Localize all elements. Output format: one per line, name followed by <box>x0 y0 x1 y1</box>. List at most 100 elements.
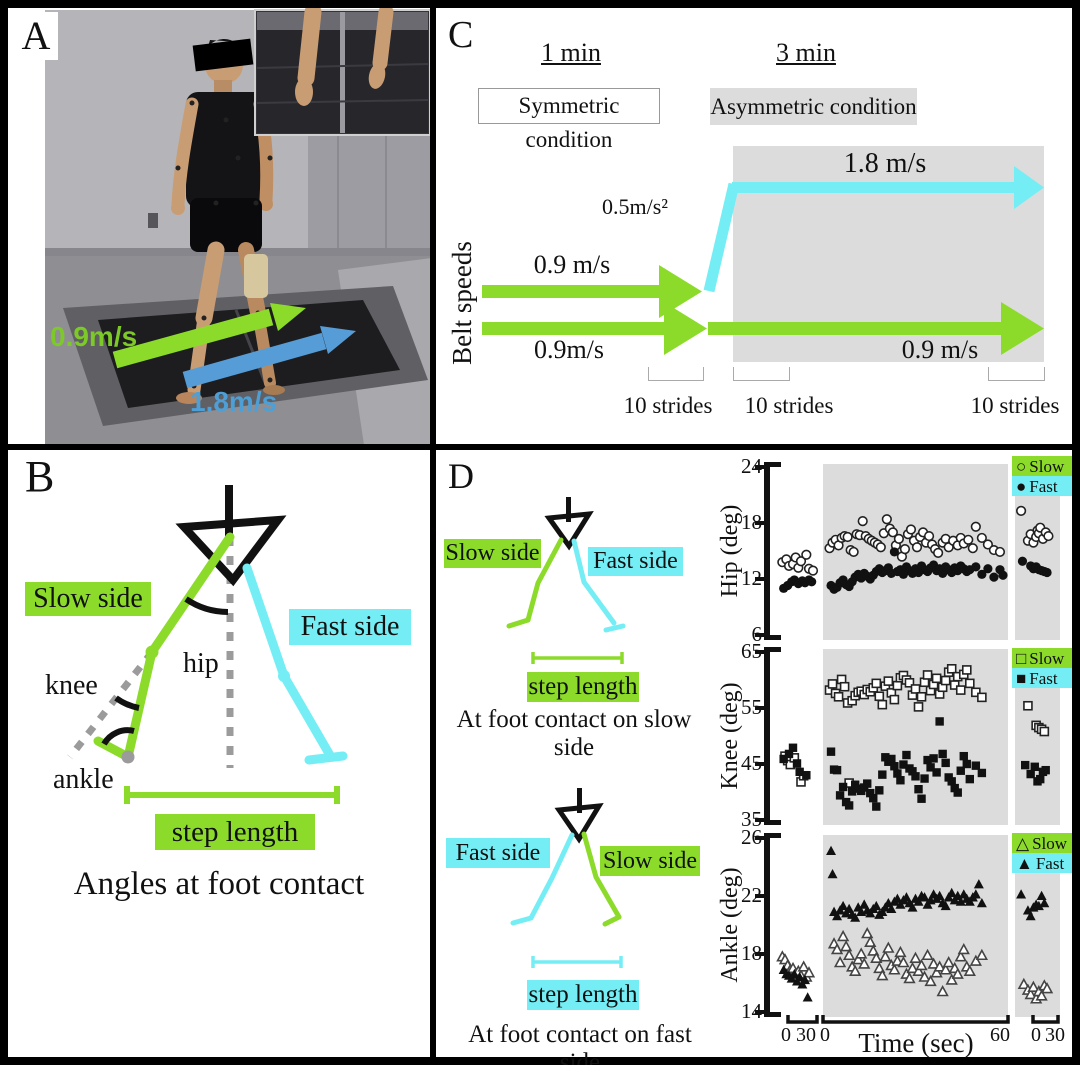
strides-label-3: 10 strides <box>970 393 1060 418</box>
knee-tick-55: 55 <box>741 695 762 719</box>
asymmetric-duration: 3 min <box>776 38 836 67</box>
xtick-30a: 30 <box>796 1024 816 1046</box>
legend-fast-label: Fast <box>1029 476 1058 496</box>
fast-speed-label: 1.8m/s <box>190 386 278 417</box>
strides-bracket-2 <box>733 367 790 381</box>
knee-axis-title: Knee (deg) <box>717 682 743 790</box>
strides-bracket-1 <box>648 367 704 381</box>
hip-tick-24: 24 <box>741 454 762 478</box>
fast-side-tag-top: Fast side <box>588 547 683 576</box>
ankle-tick-22: 22 <box>741 883 762 907</box>
hip-tick-6: 6 <box>751 622 763 646</box>
legend-fast-label: Fast <box>1029 668 1058 688</box>
acceleration-ramp <box>703 182 740 293</box>
hip-axis-title: Hip (deg) <box>717 504 743 598</box>
strides-bracket-3 <box>988 367 1045 381</box>
angles-diagram <box>67 485 348 804</box>
panel-a: A 0.9m/s 1.8m/s <box>8 8 430 444</box>
xtick-0b: 0 <box>820 1024 830 1046</box>
panel-c-label: C <box>448 14 474 56</box>
ankle-tick-14: 14 <box>741 999 762 1023</box>
hip-angle-arc <box>184 596 229 615</box>
xtick-30c: 30 <box>1045 1024 1065 1046</box>
panel-b-label: B <box>25 452 55 501</box>
asymmetric-condition-box: Asymmetric condition <box>710 88 917 125</box>
thigh-extension-line <box>67 649 155 760</box>
time-axis-title: Time (sec) <box>858 1028 974 1058</box>
panel-c: C 1 min 3 min Symmetric condition Asymme… <box>436 8 1072 444</box>
treadmill-photo-illustration <box>45 8 430 444</box>
symmetric-duration: 1 min <box>541 38 601 67</box>
step-length-tag-top: step length <box>527 672 639 702</box>
open-square-icon: □ <box>1016 648 1027 668</box>
xtick-60: 60 <box>990 1024 1010 1046</box>
face-censor-bar <box>192 38 254 72</box>
ankle-axis-title: Ankle (deg) <box>717 867 743 983</box>
slow-belt-protocol-arrows <box>482 265 1044 355</box>
knee-legend: □Slow ■Fast <box>1012 648 1072 688</box>
slow-speed-after-value: 0.9 m/s <box>901 335 979 364</box>
slow-side-tag-top: Slow side <box>444 539 541 568</box>
belt-speeds-axis-label: Belt speeds <box>447 241 477 365</box>
ankle-plot <box>755 833 1060 1024</box>
step-length-tag-bottom: step length <box>527 980 639 1010</box>
fast-belt-protocol-arrow <box>1014 166 1044 209</box>
hip-tick-12: 12 <box>741 566 762 590</box>
strides-label-2: 10 strides <box>744 393 834 418</box>
slow-side-tag: Slow side <box>25 582 151 616</box>
panel-d-label: D <box>448 456 474 496</box>
slow-speed-top-value: 0.9 m/s <box>533 250 611 279</box>
symmetric-condition-box: Symmetric condition <box>478 88 660 152</box>
pelvis-triangle <box>175 515 287 587</box>
knee-tick-65: 65 <box>741 639 762 663</box>
figure-fast-contact <box>510 788 623 968</box>
pelvis-pole <box>225 485 233 537</box>
thigh-brace <box>244 254 268 298</box>
knee-tick-45: 45 <box>741 751 762 775</box>
strides-label-1: 10 strides <box>623 393 713 418</box>
hip-tick-18: 18 <box>741 510 762 534</box>
legend-fast-label: Fast <box>1035 853 1065 873</box>
legend-slow-label: Slow <box>1032 833 1068 853</box>
xtick-0a: 0 <box>781 1024 791 1046</box>
caption-slow-contact: At foot contact on slow side <box>456 706 692 761</box>
slow-belt-arrow <box>112 303 306 369</box>
ankle-tick-26: 26 <box>741 825 762 849</box>
fast-leg <box>242 563 336 762</box>
filled-square-icon: ■ <box>1016 668 1027 688</box>
knee-angle-arc <box>114 695 140 711</box>
open-circle-icon: ○ <box>1016 456 1027 476</box>
step-length-figures <box>506 497 626 968</box>
walking-person <box>171 38 285 404</box>
caption-fast-contact: At foot contact on fast side <box>468 1021 692 1065</box>
knee-tick-35: 35 <box>741 807 762 831</box>
panel-d: D Slow side Fast side step length At foo… <box>436 450 1072 1065</box>
slow-speed-bottom-value: 0.9m/s <box>533 335 605 364</box>
hip-legend: ○Slow ●Fast <box>1012 456 1072 496</box>
open-triangle-icon: △ <box>1016 833 1030 853</box>
hip-label: hip <box>183 648 219 679</box>
ankle-legend: △Slow ▲Fast <box>1012 833 1072 873</box>
panel-a-label: A <box>14 12 58 60</box>
fast-side-tag: Fast side <box>289 609 411 645</box>
filled-triangle-icon: ▲ <box>1016 853 1033 873</box>
protocol-arrows <box>482 146 1044 362</box>
legend-slow-label: Slow <box>1029 648 1065 668</box>
knee-label: knee <box>45 670 98 701</box>
slow-leg <box>123 532 235 762</box>
feet-inset-photo <box>254 8 430 136</box>
xtick-0c: 0 <box>1031 1024 1041 1046</box>
filled-circle-icon: ● <box>1016 476 1027 496</box>
ankle-tick-18: 18 <box>741 941 762 965</box>
motion-capture-markers <box>175 100 273 389</box>
ankle-label: ankle <box>53 764 114 795</box>
acceleration-value: 0.5m/s² <box>602 194 668 219</box>
slow-side-tag-bottom: Slow side <box>600 846 700 876</box>
figure-slow-contact <box>506 497 626 664</box>
fast-side-tag-bottom: Fast side <box>446 838 550 868</box>
step-length-bracket <box>124 786 340 804</box>
fast-speed-value: 1.8 m/s <box>843 148 927 179</box>
knee-plot <box>755 647 1060 825</box>
legend-slow-label: Slow <box>1029 456 1065 476</box>
